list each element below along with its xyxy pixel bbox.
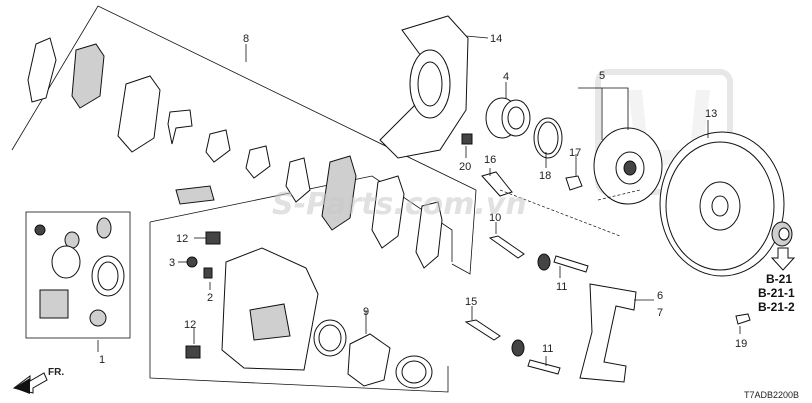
brake-pad-1 bbox=[71, 43, 105, 109]
pad-clip-1 bbox=[167, 109, 193, 145]
seal-kit-box bbox=[25, 211, 131, 339]
callout-4: 4 bbox=[503, 71, 509, 83]
callout-12-upper: 12 bbox=[176, 233, 188, 245]
bolt-16 bbox=[481, 171, 513, 197]
callout-13: 13 bbox=[705, 108, 717, 120]
caliper-box bbox=[149, 175, 453, 393]
caliper-bracket bbox=[579, 283, 637, 383]
direction-label: FR. bbox=[48, 367, 64, 378]
callout-12-lower: 12 bbox=[184, 319, 196, 331]
brake-pad-backplate bbox=[117, 75, 161, 153]
bolts-upper bbox=[461, 133, 751, 325]
leader-lines bbox=[97, 35, 741, 366]
wheel-bearing bbox=[485, 97, 531, 139]
callout-1: 1 bbox=[99, 354, 105, 366]
pad-clip-4 bbox=[285, 157, 311, 203]
front-direction-arrow: FR. bbox=[12, 367, 64, 394]
caliper-bolt-12-lower bbox=[185, 345, 201, 359]
snap-ring bbox=[533, 117, 563, 159]
caliper-body bbox=[221, 247, 319, 371]
callout-2: 2 bbox=[207, 292, 213, 304]
piston bbox=[313, 319, 433, 389]
wheel-hub bbox=[593, 127, 663, 205]
drawing-code: T7ADB2200B bbox=[744, 390, 799, 400]
pad-kit-box bbox=[11, 5, 477, 275]
guide-pin-15 bbox=[464, 319, 501, 341]
callout-9: 9 bbox=[363, 306, 369, 318]
bolt-19 bbox=[735, 313, 751, 325]
callout-19: 19 bbox=[735, 338, 747, 350]
site-watermark: S-Parts.com.vn bbox=[272, 187, 527, 222]
callout-8: 8 bbox=[243, 33, 249, 45]
reference-arrow bbox=[770, 247, 796, 271]
ref-b-21-1: B-21-1 bbox=[758, 286, 795, 300]
callout-3: 3 bbox=[169, 257, 175, 269]
callout-15: 15 bbox=[465, 296, 477, 308]
brake-pads-group bbox=[27, 37, 443, 269]
guide-pins bbox=[464, 235, 589, 375]
bleeder-screw-2 bbox=[203, 267, 213, 279]
bolt-20 bbox=[461, 133, 473, 145]
callout-7: 7 bbox=[657, 307, 663, 319]
callout-5: 5 bbox=[599, 70, 605, 82]
pad-retainer-11-upper bbox=[553, 255, 589, 273]
pad-shim-1 bbox=[27, 37, 57, 103]
callout-18: 18 bbox=[539, 170, 551, 182]
ref-b-21: B-21 bbox=[766, 272, 792, 286]
caliper-bolt-12-upper bbox=[205, 231, 221, 245]
callout-11-lower: 11 bbox=[542, 343, 553, 355]
callout-10: 10 bbox=[489, 212, 501, 224]
pad-shim-2 bbox=[415, 201, 443, 269]
pad-grease-sachet bbox=[175, 185, 215, 205]
pin-boot-upper bbox=[537, 253, 551, 271]
callout-labels: 1 2 3 4 5 6 7 8 9 10 11 11 12 12 13 14 1… bbox=[99, 33, 747, 366]
brake-pad-3 bbox=[371, 175, 405, 249]
callout-6: 6 bbox=[657, 290, 663, 302]
callout-17: 17 bbox=[569, 147, 581, 159]
bleeder-cap-3 bbox=[186, 256, 198, 268]
callout-11-upper: 11 bbox=[556, 281, 567, 293]
callout-20: 20 bbox=[459, 161, 471, 173]
ref-b-21-2: B-21-2 bbox=[758, 300, 795, 314]
hub-nut bbox=[771, 221, 793, 247]
guide-pin-10 bbox=[488, 235, 525, 259]
caliper-small-parts bbox=[185, 231, 221, 359]
callout-16: 16 bbox=[484, 154, 496, 166]
pad-retainer-11-lower bbox=[527, 359, 561, 375]
brake-pad-2 bbox=[321, 155, 357, 231]
pin-boot-lower bbox=[511, 339, 525, 357]
pad-clip-2 bbox=[205, 129, 231, 163]
callout-14: 14 bbox=[490, 33, 502, 45]
splash-shield bbox=[379, 15, 469, 159]
bolt-17 bbox=[565, 175, 583, 191]
seal-kit-parts bbox=[34, 217, 125, 327]
brake-disc bbox=[659, 131, 785, 277]
pad-clip-3 bbox=[245, 145, 271, 179]
reference-labels: B-21 B-21-1 B-21-2 bbox=[758, 272, 795, 314]
